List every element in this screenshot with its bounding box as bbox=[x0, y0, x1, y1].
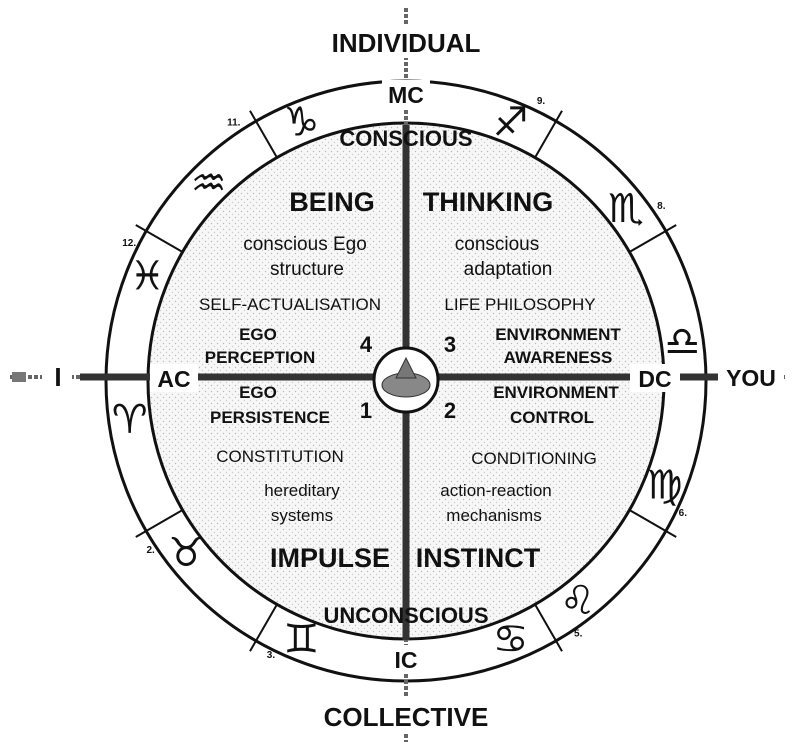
virgo-icon: ♍ bbox=[647, 463, 683, 509]
label-unconscious: UNCONSCIOUS bbox=[323, 603, 488, 628]
gemini-icon: ♊ bbox=[284, 617, 320, 663]
capricorn-icon: ♑ bbox=[284, 99, 320, 145]
left-axis-marker bbox=[12, 372, 26, 382]
house-number: 3. bbox=[267, 650, 276, 661]
thinking-title: THINKING bbox=[423, 187, 554, 217]
aries-icon: ♈ bbox=[112, 397, 148, 443]
house-cusp-line bbox=[534, 603, 563, 652]
instinct-line2: mechanisms bbox=[446, 506, 541, 525]
house-cusp-line bbox=[135, 224, 184, 253]
house-number: 11. bbox=[227, 118, 241, 129]
label-ic: IC bbox=[395, 647, 418, 673]
aquarius-icon: ♒ bbox=[191, 161, 227, 207]
instinct-title: INSTINCT bbox=[416, 543, 541, 573]
label-dc: DC bbox=[638, 366, 671, 392]
house-number: 8. bbox=[657, 201, 666, 212]
instinct-bold1: ENVIRONMENT bbox=[493, 383, 619, 402]
quadrant-number-2: 2 bbox=[444, 398, 456, 423]
cancer-icon: ♋ bbox=[493, 617, 529, 663]
house-cusps bbox=[135, 110, 677, 652]
label-i: I bbox=[54, 362, 61, 392]
instinct-line1: action-reaction bbox=[440, 481, 552, 500]
label-ac: AC bbox=[157, 366, 190, 392]
being-bold2: PERCEPTION bbox=[205, 348, 316, 367]
impulse-caps: CONSTITUTION bbox=[216, 447, 344, 466]
being-bold1: EGO bbox=[239, 325, 277, 344]
being-caps: SELF-ACTUALISATION bbox=[199, 295, 381, 314]
being-title: BEING bbox=[289, 187, 375, 217]
thinking-bold2: AWARENESS bbox=[504, 348, 613, 367]
quadrant-number-1: 1 bbox=[360, 398, 372, 423]
house-cusp-line bbox=[249, 603, 278, 652]
label-individual: INDIVIDUAL bbox=[332, 28, 481, 58]
taurus-icon: ♉ bbox=[168, 530, 204, 576]
thinking-caps: LIFE PHILOSOPHY bbox=[444, 295, 595, 314]
libra-icon: ♎ bbox=[664, 319, 700, 365]
house-number: 2. bbox=[146, 545, 155, 556]
quadrant-number-4: 4 bbox=[360, 332, 373, 357]
label-you: YOU bbox=[726, 365, 776, 391]
instinct-bold2: CONTROL bbox=[510, 408, 594, 427]
house-number: 9. bbox=[537, 96, 546, 107]
quadrant-number-3: 3 bbox=[444, 332, 456, 357]
label-collective: COLLECTIVE bbox=[324, 702, 489, 732]
instinct-caps: CONDITIONING bbox=[471, 449, 597, 468]
thinking-line2: adaptation bbox=[464, 259, 553, 280]
house-cusp-line bbox=[135, 509, 184, 538]
house-cusp-line bbox=[249, 110, 278, 159]
house-number: 6. bbox=[679, 508, 688, 519]
label-mc: MC bbox=[388, 82, 424, 108]
being-line1: conscious Ego bbox=[243, 234, 367, 255]
impulse-title: IMPULSE bbox=[270, 543, 390, 573]
pisces-icon: ♓ bbox=[129, 253, 165, 299]
house-numbers: 11. 12. 9. 8. 2. 3. 5. 6. bbox=[122, 96, 687, 661]
thinking-bold1: ENVIRONMENT bbox=[495, 325, 621, 344]
thinking-line1: conscious bbox=[455, 234, 540, 255]
being-line2: structure bbox=[270, 259, 344, 280]
impulse-bold1: EGO bbox=[239, 383, 277, 402]
impulse-line1: hereditary bbox=[264, 481, 340, 500]
impulse-bold2: PERSISTENCE bbox=[210, 408, 330, 427]
house-cusp-line bbox=[628, 224, 677, 253]
zodiac-ring: ♑ ♐ ♏ ♎ ♍ ♌ ♋ ♊ ♉ ♈ ♓ ♒ bbox=[112, 99, 700, 662]
house-number: 5. bbox=[574, 628, 583, 639]
house-cusp-line bbox=[628, 509, 677, 538]
house-number: 12. bbox=[122, 238, 136, 249]
house-cusp-line bbox=[534, 110, 563, 159]
sagittarius-icon: ♐ bbox=[493, 99, 529, 145]
leo-icon: ♌ bbox=[560, 578, 596, 624]
impulse-line2: systems bbox=[271, 506, 333, 525]
label-conscious: CONSCIOUS bbox=[339, 126, 472, 151]
scorpio-icon: ♏ bbox=[608, 186, 644, 232]
center-figure-peak bbox=[395, 356, 417, 379]
